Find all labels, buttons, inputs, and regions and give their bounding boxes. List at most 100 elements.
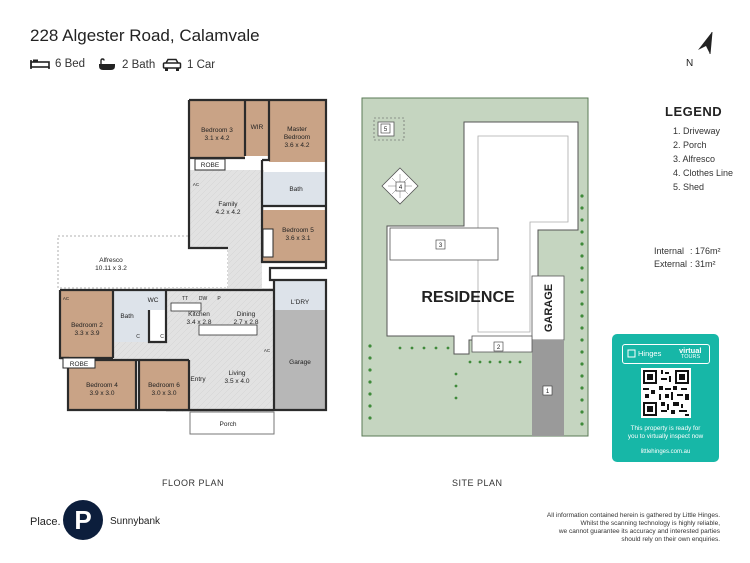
agency-name: Place. (30, 516, 61, 528)
wc-room (141, 290, 166, 310)
hallway (228, 248, 262, 288)
marker-1: 1 (546, 389, 550, 395)
robe3-label: ROBE (70, 361, 89, 368)
entry-label: Entry (190, 376, 206, 383)
laundry-room (274, 280, 326, 310)
property-address: 228 Algester Road, Calamvale (30, 26, 260, 45)
virtual-tour-brand: Hinges (638, 349, 662, 358)
alfresco-size: 10.11 x 3.2 (95, 265, 127, 272)
legend-item-4: 4. Clothes Line (673, 168, 734, 178)
residence-label: RESIDENCE (421, 289, 515, 306)
marker-3: 3 (439, 243, 443, 249)
upper-bath-label: Bath (289, 186, 303, 193)
bedroom6-size: 3.0 x 3.0 (152, 390, 177, 397)
alfresco-label: Alfresco (99, 257, 123, 264)
site-plan: RESIDENCE GARAGE 1 2 3 4 5 (360, 96, 600, 441)
virtual-tour-badge: Hinges virtual TOURS (622, 344, 710, 364)
family-size: 4.2 x 4.2 (216, 209, 241, 216)
floor-plan: Bedroom 3 3.1 x 4.2 WIR Master Bedroom 3… (0, 0, 350, 480)
dining-size: 2.7 x 2.8 (234, 319, 259, 326)
external-area-label: External (654, 259, 688, 269)
ac-label-3: AC (264, 348, 271, 353)
bedroom5-size: 3.6 x 3.1 (286, 235, 311, 242)
legend-item-5: 5. Shed (673, 182, 705, 192)
porch-area (189, 411, 275, 435)
entry-area (189, 360, 209, 410)
legend-item-2: 2. Porch (673, 140, 707, 150)
shed-pad (373, 117, 405, 141)
porch-label: Porch (220, 421, 237, 428)
family-label: Family (218, 201, 238, 208)
dining-label: Dining (237, 311, 256, 318)
disclaimer-line-3: we cannot guarantee its accuracy and int… (558, 528, 720, 535)
bedroom2-size: 3.3 x 3.9 (75, 330, 100, 337)
north-label: N (686, 58, 694, 69)
house-roof-outline (477, 135, 569, 333)
kitchen-bench (170, 302, 202, 312)
bedroom5-label: Bedroom 5 (282, 227, 314, 234)
office-name: Sunnybank (110, 516, 161, 527)
garage-room (274, 310, 326, 410)
disclaimer-line-1: All information contained herein is gath… (546, 512, 720, 519)
wc-label: WC (148, 297, 159, 304)
qr-code-icon[interactable] (641, 368, 691, 418)
marker-2: 2 (497, 345, 501, 351)
beds-feature: 6 Bed (30, 58, 85, 70)
robe1-box (194, 158, 226, 171)
beds-label: 6 Bed (55, 58, 86, 70)
marker-4: 4 (399, 185, 403, 191)
north-arrow-icon (698, 31, 713, 55)
garage-site-label: GARAGE (543, 284, 555, 332)
car-icon (162, 58, 182, 71)
ac-label-1: AC (193, 182, 200, 187)
kitchen-island (198, 324, 258, 336)
cars-label: 1 Car (187, 59, 216, 71)
master-size: 3.6 x 4.2 (285, 142, 310, 149)
disclaimer: All information contained herein is gath… (480, 512, 720, 544)
bedroom2-room (60, 290, 113, 358)
kitchen-size: 3.4 x 2.8 (187, 319, 212, 326)
virtual-tour-line1: This property is ready for (630, 425, 701, 432)
legend-item-1: 1. Driveway (673, 126, 721, 136)
living-label: Living (229, 370, 246, 377)
lower-hall (113, 342, 166, 360)
cars-feature: 1 Car (162, 58, 215, 72)
ac-label-2: AC (63, 296, 70, 301)
cupboard-label-2: C (160, 334, 164, 340)
virtual-tour-text: This property is ready for you to virtua… (612, 425, 719, 441)
bedroom4-label: Bedroom 4 (86, 382, 118, 389)
robe3-box (62, 357, 96, 369)
bathtub-icon (99, 58, 115, 70)
agency-logo: P (63, 500, 103, 540)
virtual-tour-tag2: TOURS (681, 354, 701, 360)
dw-label: DW (199, 296, 208, 302)
virtual-tour-url[interactable]: littlehinges.com.au (640, 449, 691, 455)
tt-label: TT (182, 296, 188, 302)
marker-5: 5 (384, 127, 388, 133)
bedroom6-room (139, 360, 189, 410)
floor-plan-label: FLOOR PLAN (162, 478, 225, 488)
internal-area-label: Internal (654, 246, 685, 256)
master-label: Master (287, 126, 308, 133)
living-size: 3.5 x 4.0 (225, 378, 250, 385)
kitchen-label: Kitchen (188, 311, 210, 318)
legend-title: LEGEND (665, 104, 723, 119)
site-plan-label: SITE PLAN (452, 478, 503, 488)
upper-bath-room (262, 172, 326, 206)
bedroom3-label: Bedroom 3 (201, 127, 233, 134)
family-room (189, 170, 264, 248)
bedroom4-size: 3.9 x 3.0 (90, 390, 115, 397)
wir-label: WIR (251, 124, 264, 131)
internal-area-value: : 176m² (690, 246, 721, 256)
disclaimer-line-4: should rely on their own enquiries. (621, 536, 720, 543)
wir-room (245, 100, 269, 156)
master-label-2: Bedroom (284, 134, 310, 141)
hinge-icon (627, 349, 636, 358)
virtual-tour-card[interactable]: Hinges virtual TOURS This property is re… (612, 334, 719, 462)
bedroom6-label: Bedroom 6 (148, 382, 180, 389)
virtual-tour-line2: you to virtually inspect now (627, 433, 704, 440)
legend-item-3: 3. Alfresco (673, 154, 716, 164)
laundry-label: L'DRY (291, 299, 310, 306)
robe2-box (262, 228, 274, 258)
master-bedroom-room (269, 100, 326, 162)
